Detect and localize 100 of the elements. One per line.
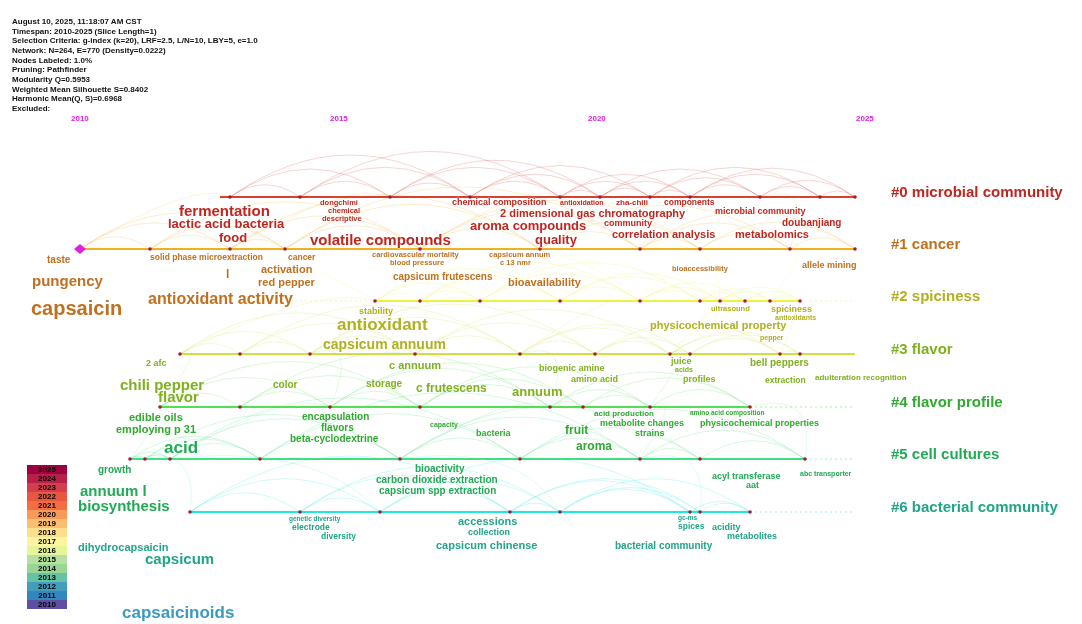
- keyword-label: accessions: [458, 515, 518, 528]
- keyword-label: pungency: [32, 271, 103, 289]
- keyword-label: strains: [635, 428, 665, 439]
- info-text: Pruning: Pathfinder: [12, 65, 87, 75]
- keyword-label: capsicum spp extraction: [379, 484, 497, 497]
- keyword-label: annuum: [512, 384, 563, 400]
- keyword-label: cancer: [288, 252, 316, 263]
- keyword-label: electrode: [292, 522, 330, 532]
- keyword-label: metabolomics: [735, 228, 809, 241]
- info-text: Selection Criteria: g-index (k=20), LRF=2.5, L/N=10, LBY=5, e=1.0: [12, 36, 258, 46]
- keyword-label: aroma: [576, 439, 613, 454]
- legend-year: 2022: [37, 492, 57, 501]
- keyword-label: acidity: [712, 522, 741, 533]
- legend-year: 2014: [37, 564, 57, 573]
- keyword-label: food: [219, 230, 248, 246]
- keyword-label: capsicum chinense: [436, 539, 538, 552]
- keyword-label: beta-cyclodextrine: [290, 432, 379, 445]
- keyword-label: antioxidant: [337, 315, 428, 335]
- keyword-label: annuum l: [80, 481, 147, 499]
- legend-year: 2015: [37, 555, 57, 564]
- keyword-label: lactic acid bacteria: [168, 216, 285, 232]
- legend-year: 2017: [37, 537, 57, 546]
- legend-year: 2016: [37, 546, 57, 555]
- keyword-label: aroma compounds: [470, 218, 587, 234]
- cluster-label: #5 cell cultures: [891, 444, 1000, 462]
- keyword-label: carbon dioxide extraction: [376, 473, 498, 486]
- info-text: Nodes Labeled: 1.0%: [12, 55, 93, 65]
- info-text: Modularity Q=0.5953: [12, 75, 91, 85]
- info-text: Weighted Mean Silhouette S=0.8402: [12, 84, 149, 94]
- keyword-label: adulteration recognition: [815, 373, 907, 383]
- keyword-label: allele mining: [802, 260, 857, 271]
- legend-year: 2024: [37, 474, 57, 483]
- keyword-label: acid: [164, 438, 199, 458]
- keyword-label: metabolite changes: [600, 418, 685, 429]
- cluster-label: #6 bacterial community: [891, 497, 1058, 515]
- cluster-label: #1 cancer: [891, 234, 961, 252]
- keyword-label: acyl transferase: [712, 471, 781, 482]
- cluster-label: #4 flavor profile: [891, 392, 1003, 410]
- keyword-label: fruit: [565, 423, 589, 438]
- keyword-label: color: [273, 378, 298, 391]
- info-text: Network: N=264, E=770 (Density=0.0222): [12, 46, 166, 56]
- keyword-label: community: [604, 218, 652, 229]
- cluster-label: #2 spiciness: [891, 286, 981, 304]
- keyword-label: collection: [468, 527, 510, 538]
- cluster-label: #3 flavor: [891, 339, 953, 357]
- keyword-label: physicochemical property: [650, 319, 787, 332]
- legend-year: 2011: [37, 591, 57, 600]
- keyword-label: aat: [746, 480, 759, 491]
- keyword-label: bacteria: [476, 428, 511, 439]
- keyword-label: 2 afc: [146, 358, 167, 369]
- keyword-label: correlation analysis: [612, 228, 716, 241]
- keyword-label: dihydrocapsaicin: [78, 541, 169, 554]
- info-text: Excluded:: [12, 104, 51, 114]
- keyword-label: chili pepper: [120, 375, 205, 393]
- keyword-label: amino acid: [571, 374, 618, 385]
- keyword-label: c frutescens: [416, 381, 487, 396]
- legend-year: 2012: [37, 582, 57, 591]
- keyword-label: bacterial community: [615, 539, 713, 552]
- keyword-label: edible oils: [129, 411, 183, 424]
- keyword-label: volatile compounds: [310, 230, 451, 248]
- keyword-label: diversity: [321, 531, 356, 542]
- keyword-label: bell peppers: [750, 356, 809, 369]
- keyword-label: bioavailability: [508, 276, 581, 289]
- legend-year: 2021: [37, 501, 57, 510]
- keyword-label: profiles: [683, 374, 716, 385]
- keyword-label: activation: [261, 263, 313, 276]
- keyword-label: biosynthesis: [78, 496, 170, 514]
- legend-year: 2010: [37, 600, 57, 609]
- legend-year: 2020: [37, 510, 57, 519]
- keyword-label: 2 dimensional gas chromatography: [500, 207, 686, 220]
- info-text: August 10, 2025, 11:18:07 AM CST: [12, 17, 142, 27]
- keyword-label: bioactivity: [415, 462, 465, 475]
- keyword-label: flavors: [321, 421, 354, 434]
- keyword-label: chemical composition: [452, 197, 547, 208]
- keyword-label: solid phase microextraction: [150, 252, 263, 263]
- keyword-label: taste: [47, 253, 71, 266]
- legend-year: 2025: [37, 465, 57, 474]
- legend-year: 2019: [37, 519, 57, 528]
- legend-year: 2013: [37, 573, 57, 582]
- keyword-label: quality: [535, 232, 577, 248]
- keyword-label: capsicum annuum: [323, 336, 446, 353]
- keyword-label: red pepper: [258, 276, 315, 289]
- keyword-label: l: [226, 267, 230, 282]
- keyword-label: physicochemical properties: [700, 418, 820, 429]
- keyword-label: juice: [671, 356, 692, 367]
- keyword-label: stability: [359, 306, 393, 317]
- keyword-label: spiciness: [771, 304, 813, 315]
- keyword-label: components: [664, 197, 715, 208]
- year-label: 2010: [71, 114, 89, 124]
- keyword-label: doubanjiang: [782, 216, 842, 229]
- keyword-label: employing p 31: [116, 423, 197, 436]
- keyword-label: zha-chili: [616, 198, 648, 208]
- keyword-label: biogenic amine: [539, 363, 605, 374]
- keyword-label: storage: [366, 377, 403, 390]
- keyword-label: antioxidant activity: [148, 290, 293, 309]
- keyword-label: fermentation: [179, 201, 270, 219]
- keyword-label: extraction: [765, 375, 806, 386]
- keyword-label: capsicum frutescens: [393, 270, 493, 283]
- keyword-label: acid production: [594, 409, 654, 419]
- keyword-label: microbial community: [715, 206, 806, 217]
